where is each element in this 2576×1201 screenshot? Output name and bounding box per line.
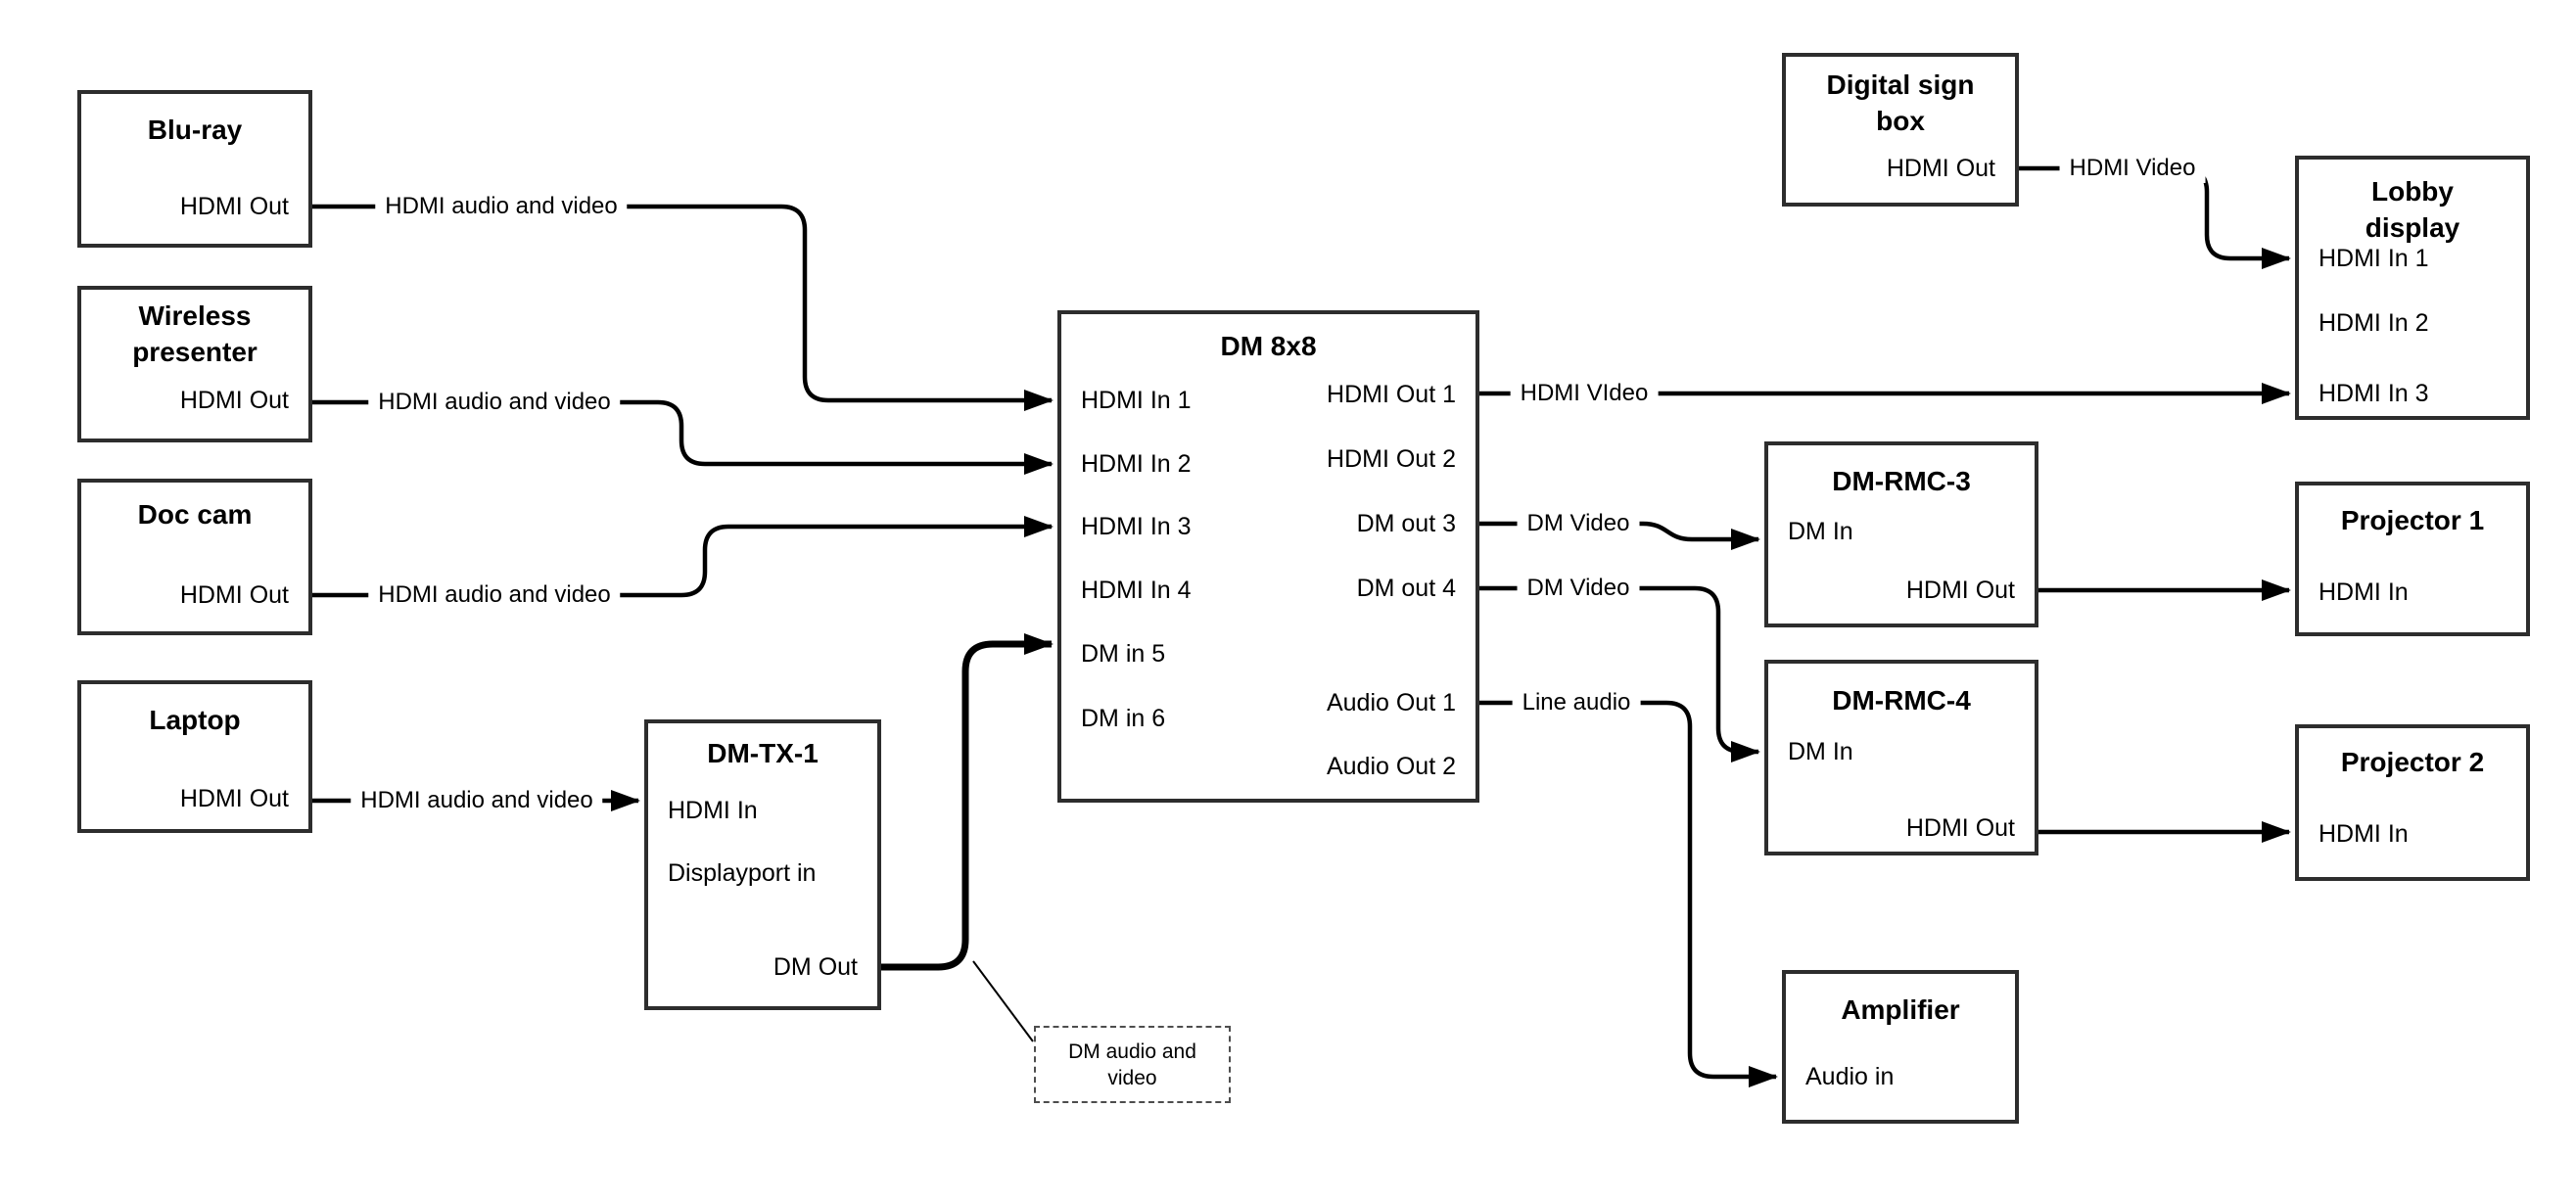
node-amplifier-title-line: Amplifier: [1841, 994, 1960, 1025]
callout-text-line: DM audio and: [1068, 1039, 1196, 1063]
port-dm-tx-1-displayport-in: Displayport in: [668, 859, 817, 887]
edge-dm8x8-dm-out-4-to-dmrmc4-dm-in: [1479, 585, 1760, 762]
node-blu-ray-title-line: Blu-ray: [147, 115, 243, 145]
node-laptop-title-line: Laptop: [149, 705, 241, 735]
node-dm-rmc-4: DM-RMC-4 DM In HDMI Out: [1764, 660, 2038, 855]
node-lobby-display-title-line: Lobby: [2371, 176, 2454, 207]
port-blu-ray-hdmi-out: HDMI Out: [179, 193, 289, 220]
node-doc-cam-title: Doc cam: [81, 496, 308, 532]
port-projector-2-hdmi-in: HDMI In: [2318, 820, 2409, 848]
node-projector-1: Projector 1 HDMI In: [2295, 482, 2530, 636]
node-projector-1-title-line: Projector 1: [2340, 505, 2485, 535]
port-amplifier-audio-in: Audio in: [1805, 1063, 1895, 1090]
port-dm-8x8-dm-out-3: DM out 3: [1356, 510, 1456, 537]
edge-doccam-to-dm8x8-hdmi-in-3: [312, 516, 1054, 598]
node-dm-8x8-title: DM 8x8: [1061, 328, 1475, 364]
edge-dm8x8-dm-out-4-to-dmrmc4-dm-in-label: DM Video: [1517, 574, 1640, 603]
callout-leader-line: [972, 960, 1034, 1042]
node-lobby-display-title-line: display: [2365, 212, 2460, 243]
port-projector-1-hdmi-in: HDMI In: [2318, 578, 2409, 606]
node-dm-rmc-3: DM-RMC-3 DM In HDMI Out: [1764, 441, 2038, 627]
edge-dm8x8-audio-out-1-to-amplifier-audio-in-label: Line audio: [1512, 688, 1641, 717]
port-lobby-display-hdmi-in-1: HDMI In 1: [2318, 245, 2429, 272]
port-lobby-display-hdmi-in-2: HDMI In 2: [2318, 309, 2429, 337]
port-dm-tx-1-hdmi-in: HDMI In: [668, 797, 758, 824]
node-dm-rmc-3-title: DM-RMC-3: [1768, 463, 2035, 499]
port-dm-8x8-hdmi-out-2: HDMI Out 2: [1327, 445, 1456, 473]
node-dm-rmc-4-title-line: DM-RMC-4: [1832, 685, 1971, 716]
node-projector-1-title: Projector 1: [2299, 502, 2526, 538]
port-dm-rmc-3-dm-in: DM In: [1788, 518, 1853, 545]
edge-digital-sign-to-lobby-hdmi-in-1-label: HDMI Video: [2059, 154, 2206, 183]
node-digital-sign-box-title-line: Digital sign: [1826, 69, 1975, 100]
callout-dm-audio-video: DM audio and video: [1034, 1026, 1231, 1103]
port-dm-8x8-hdmi-in-3: HDMI In 3: [1081, 513, 1192, 540]
edge-dm8x8-dm-out-3-to-dmrmc3-dm-in: [1479, 521, 1760, 550]
port-dm-8x8-dm-in-5: DM in 5: [1081, 640, 1166, 668]
port-dm-rmc-4-dm-in: DM In: [1788, 738, 1853, 765]
edge-wireless-to-dm8x8-hdmi-in-2-label: HDMI audio and video: [368, 388, 621, 417]
node-digital-sign-box-title-line: box: [1876, 106, 1925, 136]
edge-dmtx1-to-dm8x8-dm-in-5: [881, 633, 1054, 971]
node-wireless-presenter-title-line: Wireless: [138, 300, 252, 331]
node-projector-2-title-line: Projector 2: [2340, 747, 2485, 777]
port-dm-8x8-hdmi-in-2: HDMI In 2: [1081, 450, 1192, 478]
port-dm-tx-1-dm-out: DM Out: [773, 953, 858, 981]
edge-dm8x8-dm-out-3-to-dmrmc3-dm-in-label: DM Video: [1517, 509, 1640, 538]
node-laptop-title: Laptop: [81, 702, 308, 738]
port-doc-cam-hdmi-out: HDMI Out: [179, 581, 289, 609]
port-dm-8x8-hdmi-in-4: HDMI In 4: [1081, 577, 1192, 604]
node-blu-ray-title: Blu-ray: [81, 112, 308, 148]
port-dm-rmc-3-hdmi-out: HDMI Out: [1905, 577, 2015, 604]
node-dm-rmc-3-title-line: DM-RMC-3: [1832, 466, 1971, 496]
port-dm-8x8-hdmi-in-1: HDMI In 1: [1081, 387, 1192, 414]
node-dm-tx-1-title-line: DM-TX-1: [707, 738, 819, 768]
port-dm-rmc-4-hdmi-out: HDMI Out: [1905, 814, 2015, 842]
edge-dm8x8-audio-out-1-to-amplifier-audio-in: [1479, 700, 1778, 1087]
port-dm-8x8-audio-out-2: Audio Out 2: [1326, 753, 1456, 780]
port-dm-8x8-audio-out-1: Audio Out 1: [1326, 689, 1456, 716]
node-doc-cam-title-line: Doc cam: [137, 499, 253, 530]
port-laptop-hdmi-out: HDMI Out: [179, 785, 289, 812]
port-dm-8x8-hdmi-out-1: HDMI Out 1: [1327, 381, 1456, 408]
node-digital-sign-box-title: Digital sign box: [1786, 67, 2015, 139]
edge-laptop-to-dmtx1-hdmi-in-label: HDMI audio and video: [351, 786, 603, 815]
node-dm-8x8-title-line: DM 8x8: [1220, 331, 1317, 361]
node-amplifier-title: Amplifier: [1786, 992, 2015, 1028]
edge-wireless-to-dm8x8-hdmi-in-2: [312, 399, 1054, 475]
port-dm-8x8-dm-in-6: DM in 6: [1081, 705, 1166, 732]
port-dm-8x8-dm-out-4: DM out 4: [1356, 575, 1456, 602]
edge-bluray-to-dm8x8-hdmi-in-1-label: HDMI audio and video: [375, 192, 628, 221]
port-digital-sign-box-hdmi-out: HDMI Out: [1886, 155, 1995, 182]
callout-text-line: video: [1107, 1066, 1157, 1089]
node-projector-2: Projector 2 HDMI In: [2295, 724, 2530, 881]
port-lobby-display-hdmi-in-3: HDMI In 3: [2318, 380, 2429, 407]
node-dm-tx-1-title: DM-TX-1: [648, 735, 877, 771]
edge-bluray-to-dm8x8-hdmi-in-1: [312, 204, 1054, 411]
edge-doccam-to-dm8x8-hdmi-in-3-label: HDMI audio and video: [368, 580, 621, 610]
node-wireless-presenter-title-line: presenter: [132, 337, 258, 367]
edge-dm8x8-hdmi-out-1-to-lobby-hdmi-in-3-label: HDMI VIdeo: [1510, 379, 1659, 408]
port-wireless-presenter-hdmi-out: HDMI Out: [179, 387, 289, 414]
node-lobby-display-title: Lobby display: [2299, 173, 2526, 246]
node-wireless-presenter-title: Wireless presenter: [81, 298, 308, 370]
node-projector-2-title: Projector 2: [2299, 744, 2526, 780]
node-dm-rmc-4-title: DM-RMC-4: [1768, 682, 2035, 718]
